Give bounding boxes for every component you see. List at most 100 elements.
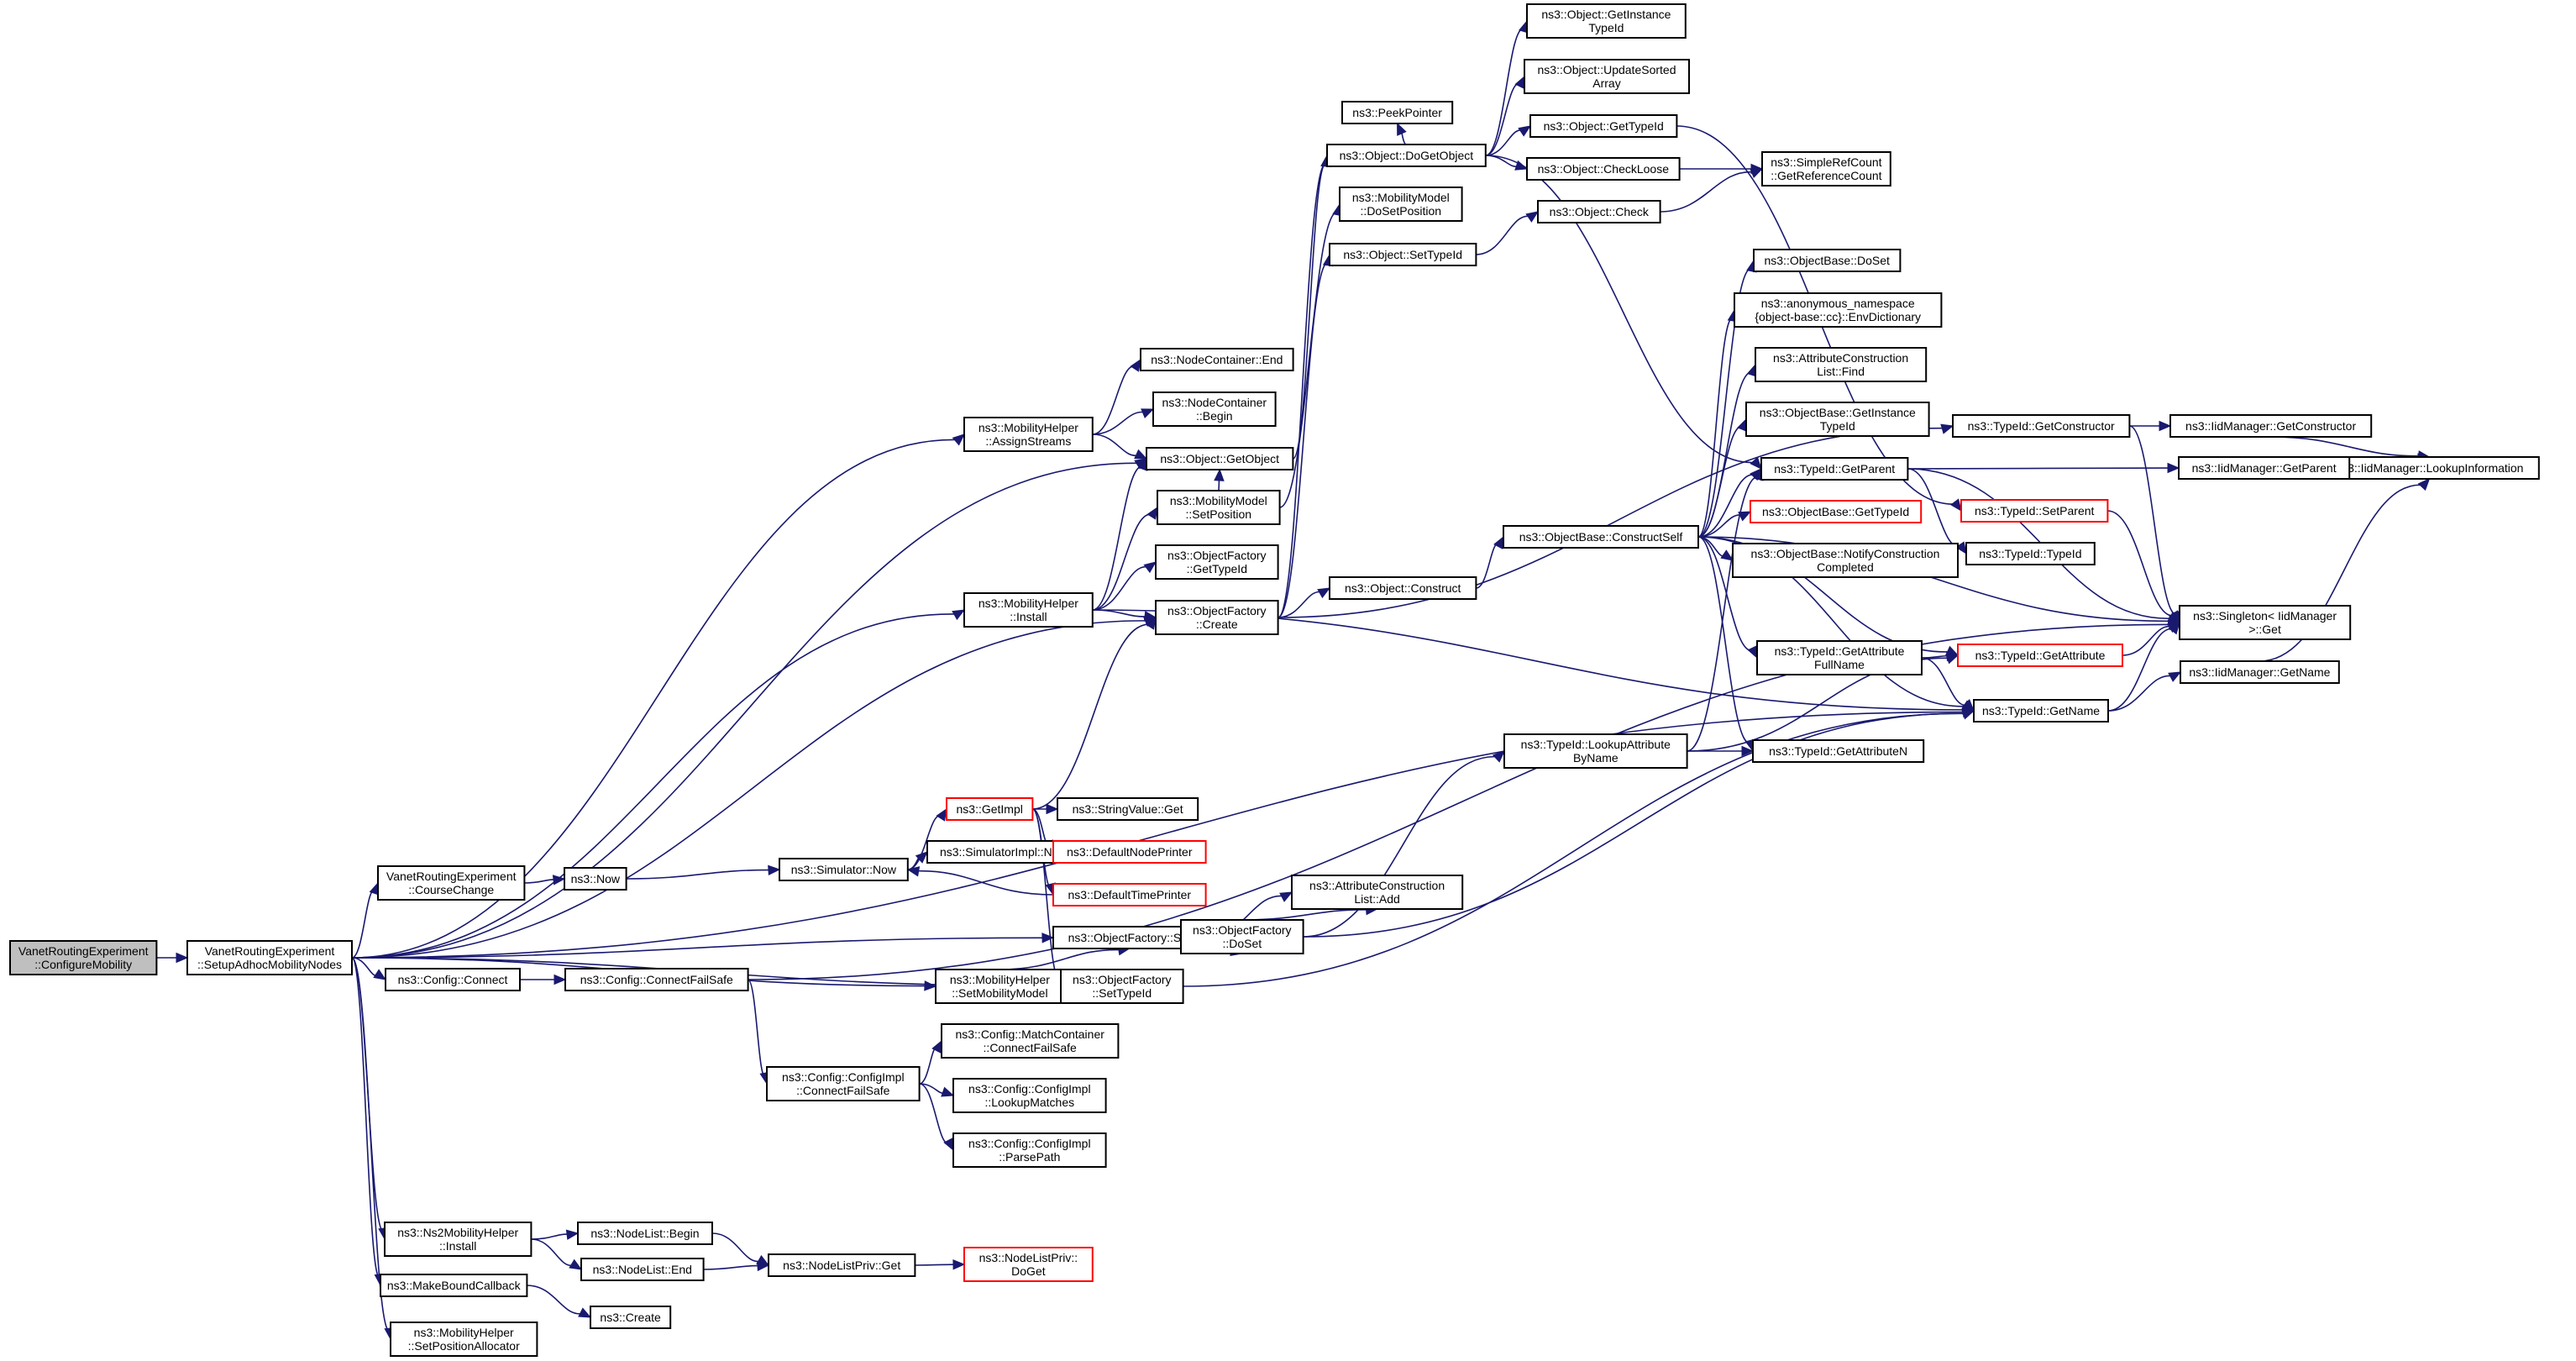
node-box[interactable] [1180, 919, 1304, 954]
graph-node[interactable]: ns3::Config::ConfigImpl::LookupMatches [952, 1078, 1107, 1113]
node-box[interactable] [2178, 456, 2351, 480]
node-box[interactable] [1140, 348, 1294, 371]
graph-node[interactable]: ns3::ObjectFactory::Create [1155, 600, 1279, 635]
node-box[interactable] [1152, 391, 1277, 427]
graph-node[interactable]: ns3::Object::CheckLoose [1526, 157, 1681, 181]
graph-node-root[interactable]: VanetRoutingExperiment::ConfigureMobilit… [9, 940, 158, 975]
node-box[interactable] [1503, 733, 1688, 769]
graph-node[interactable]: ns3::Simulator::Now [779, 858, 909, 881]
node-box[interactable] [1957, 644, 2123, 667]
node-box[interactable] [963, 417, 1094, 452]
graph-node[interactable]: ns3::NodeListPriv::Get [768, 1253, 916, 1277]
node-box[interactable] [186, 940, 353, 975]
graph-node[interactable]: ns3::TypeId::GetName [1973, 699, 2109, 723]
graph-node[interactable]: ns3::ObjectFactory::DoSet [1180, 919, 1304, 954]
node-box[interactable] [1157, 490, 1281, 525]
node-box[interactable] [1339, 187, 1463, 222]
node-box[interactable] [963, 1247, 1094, 1282]
node-box[interactable] [380, 1274, 528, 1297]
graph-node[interactable]: ns3::TypeId::GetAttributeN [1752, 739, 1925, 763]
graph-node[interactable]: ns3::NodeContainer::Begin [1152, 391, 1277, 427]
graph-node[interactable]: ns3::Object::GetObject [1146, 447, 1294, 470]
node-box[interactable] [1973, 699, 2109, 723]
node-box[interactable] [390, 1322, 538, 1357]
graph-node[interactable]: ns3::PeekPointer [1341, 101, 1454, 124]
node-box[interactable] [2319, 456, 2540, 480]
graph-node[interactable]: ns3::Object::Construct [1329, 576, 1477, 600]
node-box[interactable] [1329, 576, 1477, 600]
node-box[interactable] [564, 968, 749, 991]
graph-node[interactable]: ns3::ObjectBase::NotifyConstructionCompl… [1732, 543, 1959, 578]
node-box[interactable] [1761, 151, 1891, 187]
graph-node[interactable]: ns3::Config::ConfigImpl::ConnectFailSafe [766, 1066, 921, 1101]
graph-node[interactable]: ns3::MobilityHelper::AssignStreams [963, 417, 1094, 452]
graph-node[interactable]: ns3::IidManager::GetParent [2178, 456, 2351, 480]
graph-node-truncated[interactable]: ns3::DefaultNodePrinter [1052, 840, 1207, 864]
node-box[interactable] [963, 592, 1094, 628]
graph-node[interactable]: ns3::IidManager::GetConstructor [2169, 414, 2373, 438]
node-box[interactable] [1760, 457, 1909, 481]
graph-node[interactable]: ns3::TypeId::GetConstructor [1952, 414, 2131, 438]
node-box[interactable] [577, 1222, 713, 1245]
graph-node-truncated[interactable]: ns3::GetImpl [946, 797, 1034, 821]
node-box[interactable] [1503, 525, 1699, 549]
node-box[interactable] [1146, 447, 1294, 470]
node-box[interactable] [1750, 500, 1923, 523]
node-box[interactable] [1952, 414, 2131, 438]
graph-node[interactable]: ns3::Config::ConfigImpl::ParsePath [952, 1132, 1107, 1168]
graph-node[interactable]: ns3::Config::ConnectFailSafe [564, 968, 749, 991]
node-box[interactable] [590, 1306, 672, 1329]
node-box[interactable] [9, 940, 158, 975]
node-box[interactable] [1526, 157, 1681, 181]
node-box[interactable] [1052, 840, 1207, 864]
graph-node[interactable]: ns3::anonymous_namespace{object-base::cc… [1734, 292, 1943, 328]
node-box[interactable] [1155, 600, 1279, 635]
graph-node-truncated[interactable]: ns3::NodeListPriv::DoGet [963, 1247, 1094, 1282]
node-box[interactable] [1060, 969, 1184, 1004]
graph-node[interactable]: VanetRoutingExperiment::CourseChange [377, 865, 526, 901]
node-box[interactable] [1057, 797, 1199, 821]
node-box[interactable] [1341, 101, 1454, 124]
graph-node[interactable]: ns3::ObjectBase::ConstructSelf [1503, 525, 1699, 549]
graph-node[interactable]: ns3::SimpleRefCount::GetReferenceCount [1761, 151, 1891, 187]
graph-node[interactable]: ns3::Object::SetTypeId [1329, 243, 1477, 266]
node-box[interactable] [2180, 660, 2340, 684]
node-box[interactable] [952, 1078, 1107, 1113]
node-box[interactable] [1524, 59, 1690, 94]
graph-node[interactable]: ns3::MobilityModel::SetPosition [1157, 490, 1281, 525]
node-box[interactable] [1753, 249, 1902, 272]
graph-node-truncated[interactable]: ns3::TypeId::GetAttribute [1957, 644, 2123, 667]
graph-node-truncated[interactable]: ns3::DefaultTimePrinter [1052, 883, 1207, 906]
graph-node[interactable]: ns3::MakeBoundCallback [380, 1274, 528, 1297]
graph-node[interactable]: ns3::TypeId::TypeId [1965, 542, 2096, 565]
graph-node[interactable]: ns3::Config::Connect [385, 968, 521, 991]
node-box[interactable] [768, 1253, 916, 1277]
node-box[interactable] [952, 1132, 1107, 1168]
node-box[interactable] [766, 1066, 921, 1101]
node-box[interactable] [935, 969, 1065, 1004]
graph-node[interactable]: ns3::Object::GetTypeId [1529, 114, 1678, 138]
node-box[interactable] [1732, 543, 1959, 578]
graph-node[interactable]: ns3::Singleton< IidManager>::Get [2179, 605, 2352, 640]
graph-node[interactable]: ns3::ObjectFactory::SetTypeId [1060, 969, 1184, 1004]
node-box[interactable] [1745, 402, 1930, 437]
graph-node[interactable]: ns3::TypeId::GetParent [1760, 457, 1909, 481]
graph-node[interactable]: ns3::MobilityHelper::SetMobilityModel [935, 969, 1065, 1004]
graph-node[interactable]: ns3::Create [590, 1306, 672, 1329]
graph-node[interactable]: ns3::Config::MatchContainer::ConnectFail… [941, 1023, 1120, 1059]
node-box[interactable] [385, 968, 521, 991]
node-box[interactable] [1291, 875, 1464, 910]
graph-node[interactable]: ns3::Now [564, 867, 627, 891]
node-box[interactable] [1526, 3, 1687, 39]
node-box[interactable] [580, 1258, 705, 1281]
node-box[interactable] [2179, 605, 2352, 640]
graph-node-truncated[interactable]: ns3::ObjectBase::GetTypeId [1750, 500, 1923, 523]
node-box[interactable] [1734, 292, 1943, 328]
node-box[interactable] [1155, 544, 1279, 580]
node-box[interactable] [946, 797, 1034, 821]
graph-node[interactable]: ns3::Object::Check [1537, 200, 1661, 223]
graph-node[interactable]: ns3::ObjectBase::DoSet [1753, 249, 1902, 272]
node-box[interactable] [1755, 347, 1928, 382]
